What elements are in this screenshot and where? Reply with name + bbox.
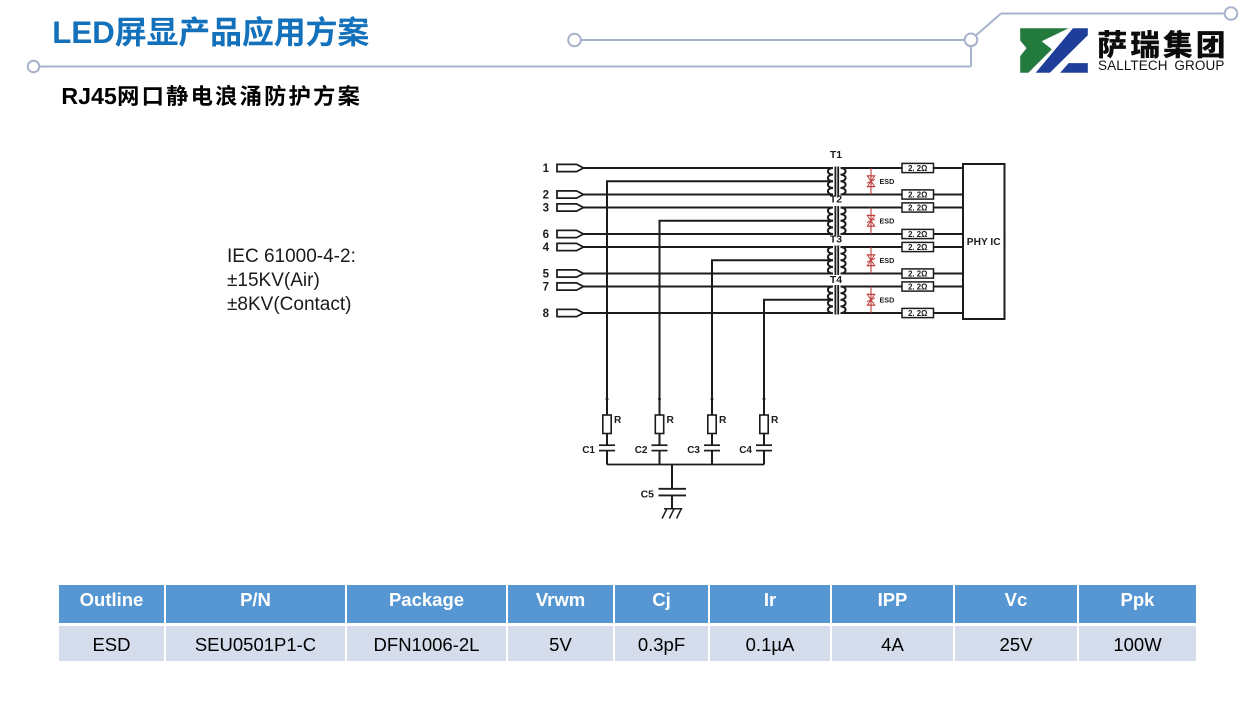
svg-text:4: 4 [543, 242, 550, 254]
svg-text:7: 7 [543, 281, 549, 293]
svg-text:T3: T3 [830, 234, 842, 246]
svg-text:5: 5 [543, 268, 550, 280]
svg-text:T4: T4 [830, 274, 842, 286]
svg-text:C2: C2 [635, 445, 648, 456]
svg-text:ESD: ESD [880, 256, 895, 265]
svg-text:3: 3 [543, 202, 549, 214]
svg-text:R: R [719, 415, 727, 426]
svg-text:8: 8 [543, 308, 550, 320]
svg-text:R: R [614, 415, 622, 426]
svg-text:6: 6 [543, 229, 549, 241]
svg-text:2. 2Ω: 2. 2Ω [908, 191, 927, 200]
svg-text:C4: C4 [739, 445, 752, 456]
svg-text:2. 2Ω: 2. 2Ω [908, 164, 927, 173]
svg-text:2. 2Ω: 2. 2Ω [908, 270, 927, 279]
svg-text:1: 1 [543, 163, 550, 175]
svg-text:ESD: ESD [880, 217, 895, 226]
svg-text:2: 2 [543, 189, 549, 201]
svg-text:2. 2Ω: 2. 2Ω [908, 230, 927, 239]
svg-text:C3: C3 [687, 445, 700, 456]
svg-text:C1: C1 [582, 445, 595, 456]
svg-text:C5: C5 [641, 489, 655, 501]
svg-text:R: R [771, 415, 779, 426]
svg-text:2. 2Ω: 2. 2Ω [908, 243, 927, 252]
svg-text:R: R [667, 415, 675, 426]
svg-text:2. 2Ω: 2. 2Ω [908, 283, 927, 292]
svg-text:T1: T1 [830, 149, 842, 161]
svg-text:PHY IC: PHY IC [967, 237, 1001, 248]
svg-text:2. 2Ω: 2. 2Ω [908, 204, 927, 213]
svg-text:ESD: ESD [880, 296, 895, 305]
svg-text:T2: T2 [830, 194, 842, 206]
svg-text:ESD: ESD [880, 177, 895, 186]
svg-text:2. 2Ω: 2. 2Ω [908, 309, 927, 318]
